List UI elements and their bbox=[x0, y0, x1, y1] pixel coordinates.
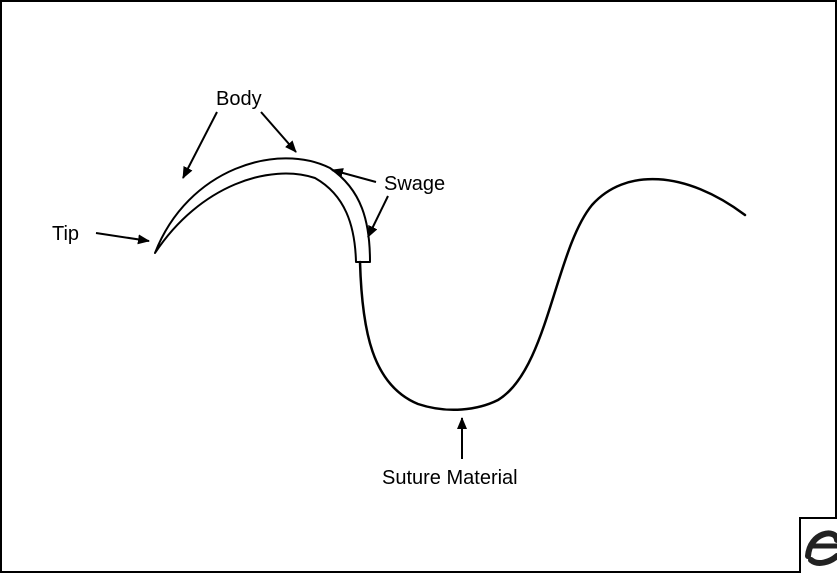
suture-material-label: Suture Material bbox=[382, 467, 518, 489]
body-label: Body bbox=[216, 88, 262, 110]
body-arrow-left bbox=[183, 112, 217, 178]
tip-arrow bbox=[96, 233, 149, 241]
e-logo-icon bbox=[800, 518, 837, 573]
tip-label: Tip bbox=[52, 223, 79, 245]
needle-body bbox=[155, 158, 370, 262]
suture-material-line bbox=[360, 179, 745, 410]
swage-arrow-lower bbox=[368, 196, 388, 237]
body-arrow-right bbox=[261, 112, 296, 152]
swage-label: Swage bbox=[384, 173, 445, 195]
